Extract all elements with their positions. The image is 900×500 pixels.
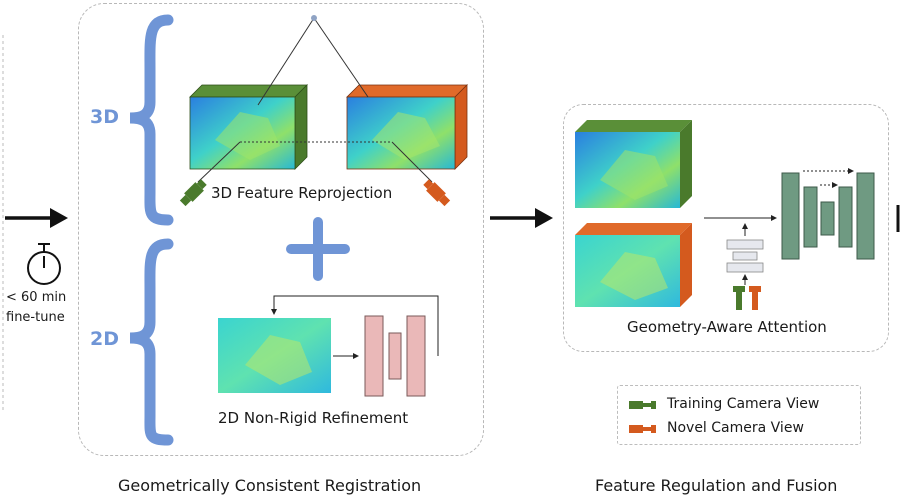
- legend-novel-camera-icon: [629, 425, 656, 433]
- training-camera-icon: [179, 179, 207, 207]
- training-feature-volume: [189, 84, 308, 170]
- fusion-network-blocks: [781, 172, 875, 260]
- branch-2d-label: 2D: [90, 328, 119, 350]
- fusion-title: Feature Regulation and Fusion: [595, 476, 838, 495]
- refinement-network-blocks: [364, 315, 426, 397]
- attention-label: Geometry-Aware Attention: [627, 318, 827, 336]
- brace-3d: [129, 14, 174, 226]
- fusion-panel: [563, 104, 889, 352]
- camera-legend: [617, 385, 861, 445]
- plus-sign: [286, 217, 350, 281]
- brace-2d: [129, 238, 174, 446]
- attention-camera-icons: [733, 286, 761, 310]
- fusion-novel-volume: [575, 223, 692, 307]
- stopwatch-icon: [27, 243, 61, 285]
- branch-3d-label: 3D: [90, 106, 119, 128]
- registration-to-fusion-arrow: [490, 208, 553, 228]
- registration-title: Geometrically Consistent Registration: [118, 476, 422, 495]
- input-arrow: [5, 208, 68, 228]
- legend-training-camera-icon: [629, 401, 656, 409]
- refinement-label: 2D Non-Rigid Refinement: [218, 409, 409, 427]
- legend-novel-label: Novel Camera View: [667, 420, 804, 436]
- attention-module: [726, 239, 764, 273]
- reprojection-label: 3D Feature Reprojection: [211, 184, 393, 202]
- refinement-feedback-arrow: [271, 295, 439, 356]
- refinement-feature-map: [218, 318, 331, 393]
- registration-panel: [78, 3, 484, 456]
- novel-feature-volume: [346, 84, 468, 170]
- finetune-label: fine-tune: [6, 310, 65, 325]
- legend-training-label: Training Camera View: [667, 396, 820, 412]
- reprojection-rays: [197, 15, 433, 183]
- fusion-training-volume: [575, 120, 692, 208]
- finetune-time: < 60 min: [6, 290, 67, 305]
